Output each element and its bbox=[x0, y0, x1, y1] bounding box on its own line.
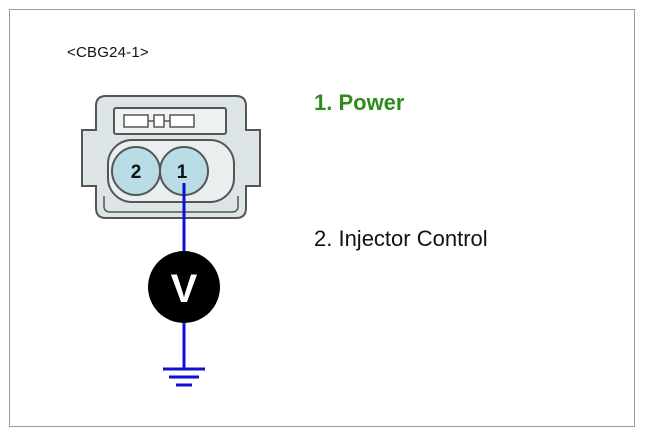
pin-2-number: 2 bbox=[131, 162, 142, 183]
voltmeter-symbol: V bbox=[171, 267, 198, 311]
pin-1-number: 1 bbox=[177, 162, 188, 183]
voltmeter: V bbox=[148, 251, 220, 323]
connector-pin-1: 1 bbox=[159, 146, 209, 196]
voltmeter-body bbox=[148, 251, 220, 323]
connector-id-label: <CBG24-1> bbox=[67, 44, 149, 61]
connector-pin-2: 2 bbox=[111, 146, 161, 196]
ground-icon bbox=[163, 367, 205, 387]
pin-2-injector-control-label: 2. Injector Control bbox=[314, 226, 488, 251]
pin-1-power-label: 1. Power bbox=[314, 90, 405, 115]
